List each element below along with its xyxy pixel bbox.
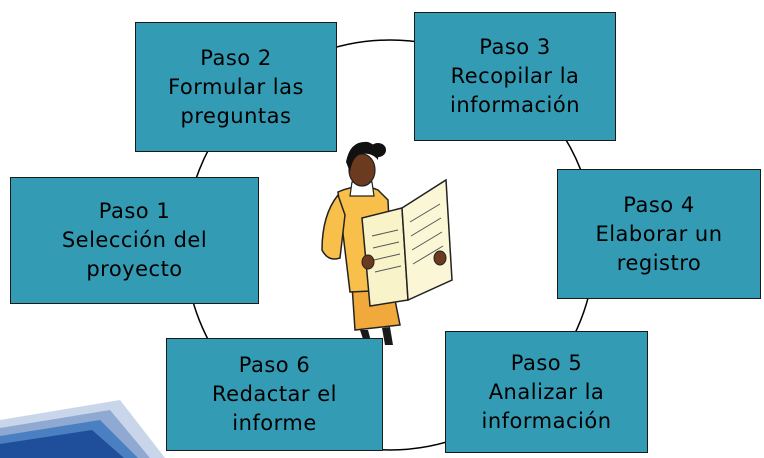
step-line: preguntas <box>180 103 292 128</box>
step-line: informe <box>232 411 317 435</box>
step-line: información <box>481 408 612 433</box>
step-line: Recopilar la <box>450 64 580 88</box>
step-line: Selección del <box>61 228 208 252</box>
step-line: Formular las <box>168 74 304 99</box>
step-line: Analizar la <box>488 379 605 404</box>
woman-reading-newspaper-illustration <box>321 141 453 345</box>
step-box-paso-2: Paso 2 Formular las preguntas <box>135 22 337 152</box>
step-line: Redactar el <box>212 382 337 406</box>
step-line: proyecto <box>86 257 183 281</box>
step-line: información <box>449 93 580 117</box>
step-title: Paso 1 <box>98 199 171 223</box>
step-box-paso-4: Paso 4 Elaborar un registro <box>557 169 761 299</box>
step-line: Elaborar un <box>595 221 723 246</box>
step-box-paso-3: Paso 3 Recopilar la información <box>414 12 616 141</box>
step-title: Paso 4 <box>623 192 695 217</box>
step-box-paso-1: Paso 1 Selección del proyecto <box>10 177 259 304</box>
step-title: Paso 3 <box>479 35 551 59</box>
step-title: Paso 6 <box>238 353 311 377</box>
step-box-paso-5: Paso 5 Analizar la información <box>445 331 648 453</box>
step-title: Paso 2 <box>200 45 272 70</box>
step-title: Paso 5 <box>510 350 583 375</box>
corner-arrow-decoration <box>0 400 165 458</box>
step-box-paso-6: Paso 6 Redactar el informe <box>166 338 383 451</box>
step-line: registro <box>616 250 702 275</box>
